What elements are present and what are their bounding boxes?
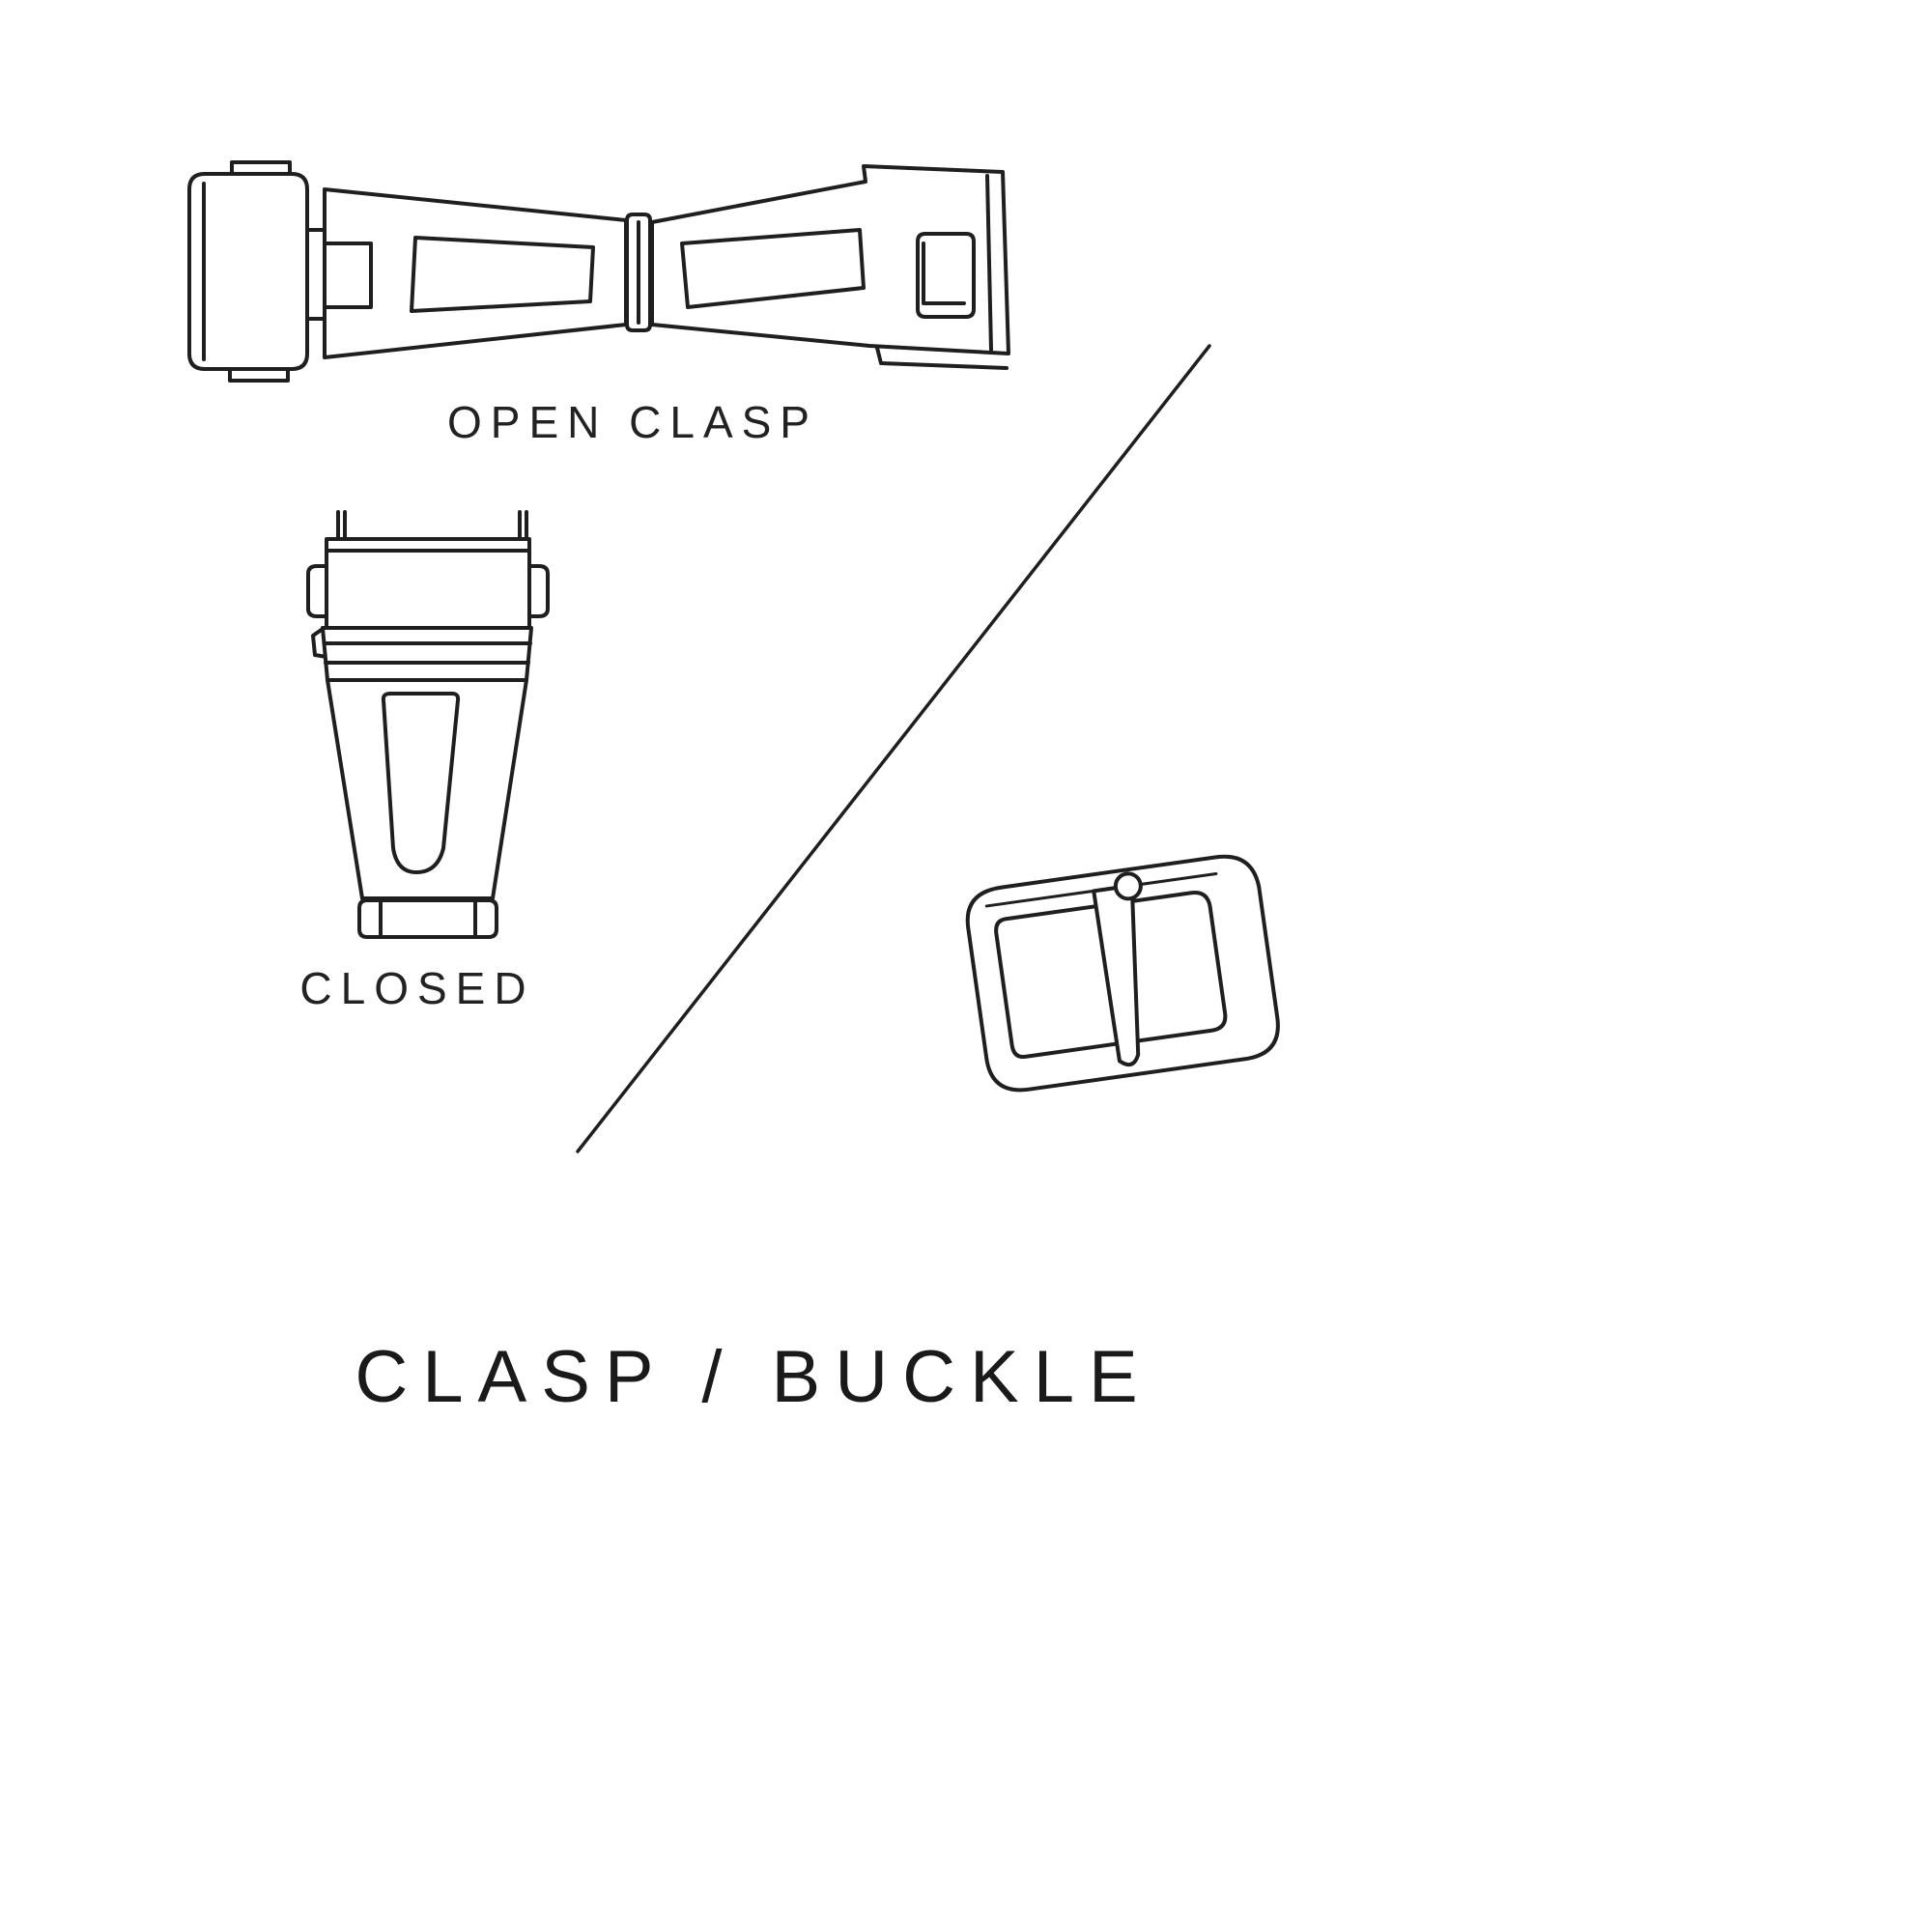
closed-clasp-mid-band: [321, 626, 533, 682]
closed-clasp-bottom-link-lines: [379, 899, 477, 938]
open-clasp-keeper-fold-line: [922, 242, 966, 305]
closed-clasp-prong-left: [336, 510, 347, 541]
closed-clasp-illustration: [306, 510, 550, 939]
closed-clasp-ear-right: [527, 564, 550, 618]
open-clasp-right-arm-inner-outline: [680, 228, 866, 309]
buckle-illustration: [965, 854, 1280, 1093]
open-clasp-right-arm-bottom-strip: [875, 346, 1009, 370]
open-clasp-keeper: [916, 232, 976, 319]
diagonal-divider-line: [576, 344, 1211, 1153]
open-clasp-left-bottom-tab: [228, 367, 290, 383]
open-clasp-left-arm-inner-outline: [410, 236, 595, 313]
buckle-prong-loop: [1113, 871, 1143, 901]
open-clasp-left-link: [187, 172, 309, 371]
open-clasp-caption: OPEN CLASP: [447, 397, 818, 447]
closed-clasp-bottom-link: [357, 898, 498, 939]
open-clasp-right-endcap-line: [985, 174, 993, 352]
closed-clasp-body-inner-slot: [381, 692, 461, 874]
open-clasp-left-knuckle: [305, 228, 327, 321]
open-clasp-illustration: [187, 160, 1010, 383]
closed-clasp-prong-right: [518, 510, 528, 541]
closed-clasp-caption: CLOSED: [299, 963, 535, 1013]
closed-clasp-body: [326, 678, 528, 900]
closed-clasp-ear-left: [306, 564, 328, 618]
open-clasp-left-arm-notch: [323, 242, 373, 309]
buckle-prong: [1092, 883, 1141, 1067]
page-title: CLASP / BUCKLE: [355, 1336, 1152, 1418]
open-clasp-left-top-tab: [230, 160, 292, 176]
